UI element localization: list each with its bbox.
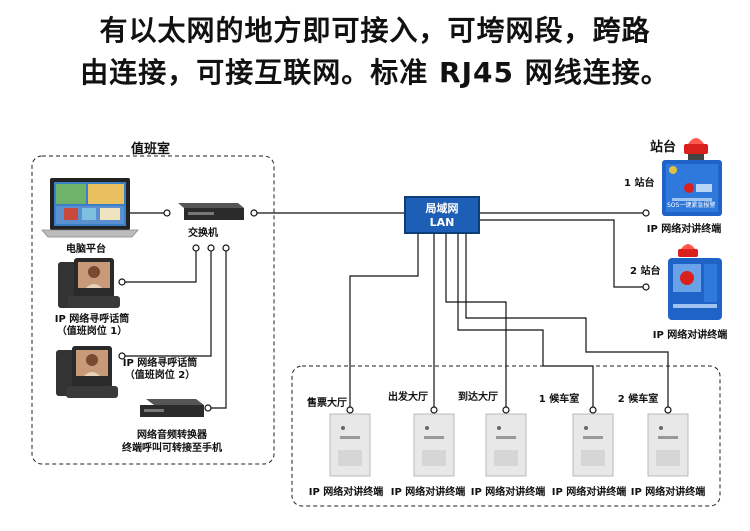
hall-3-name: 到达大厅 <box>458 392 498 403</box>
hall-2-terminal: IP 网络对讲终端 <box>390 487 466 498</box>
switch-icon <box>178 203 244 220</box>
station-title: 站台 <box>650 140 677 155</box>
desk-phone-icon <box>58 258 120 308</box>
emergency-box-icon <box>668 258 722 320</box>
handset-1-post: （值班岗位 1） <box>56 326 128 337</box>
hall-4-name: 1 候车室 <box>538 394 580 405</box>
pc-label: 电脑平台 <box>66 244 106 255</box>
lan-sublabel: LAN <box>429 216 455 229</box>
connection-lines <box>122 212 669 410</box>
alarm-beacon-icon <box>678 244 698 257</box>
hall-5-name: 2 候车室 <box>617 394 659 405</box>
hall-1-name: 售票大厅 <box>307 398 347 409</box>
connector-dots <box>118 209 672 414</box>
station-1-label: 1 站台 <box>624 178 655 189</box>
alarm-beacon-icon <box>684 138 708 160</box>
duty-room-title: 值班室 <box>131 142 171 157</box>
hall-2-name: 出发大厅 <box>388 392 428 403</box>
desk-phone-icon <box>56 346 118 398</box>
lan-label: 局域网 <box>425 202 459 215</box>
emergency-box-icon <box>662 160 722 216</box>
panel-small-text: SOS一键紧急报警 <box>667 202 716 209</box>
hall-5-terminal: IP 网络对讲终端 <box>630 487 706 498</box>
hall-4-terminal: IP 网络对讲终端 <box>551 487 627 498</box>
handset-1-label: IP 网络寻呼话筒 <box>54 314 130 325</box>
switch-label: 交换机 <box>188 228 218 239</box>
converter-note: 终端呼叫可转接至手机 <box>122 443 222 454</box>
lan-node: 局域网 LAN <box>404 196 480 234</box>
intercom-panel-icon <box>485 413 527 477</box>
intercom-panel-icon <box>647 413 689 477</box>
intercom-panel-icon <box>572 413 614 477</box>
laptop-icon <box>41 178 139 238</box>
headline-line-2: 由连接，可接互联网。标准 RJ45 网线连接。 <box>80 56 670 89</box>
duty-room-box <box>31 155 275 465</box>
audio-converter-icon <box>140 399 204 417</box>
station-2-terminal: IP 网络对讲终端 <box>652 330 728 341</box>
handset-2-label: IP 网络寻呼话筒 <box>122 358 198 369</box>
intercom-panel-icon <box>413 413 455 477</box>
intercom-panel-icon <box>329 413 371 477</box>
hall-3-terminal: IP 网络对讲终端 <box>470 487 546 498</box>
converter-label: 网络音频转换器 <box>137 430 207 441</box>
station-2-label: 2 站台 <box>630 266 661 277</box>
station-1-terminal: IP 网络对讲终端 <box>646 224 722 235</box>
handset-2-post: （值班岗位 2） <box>124 370 196 381</box>
hall-1-terminal: IP 网络对讲终端 <box>308 487 384 498</box>
headline-line-1: 有以太网的地方即可接入，可垮网段，跨路 <box>99 14 651 47</box>
